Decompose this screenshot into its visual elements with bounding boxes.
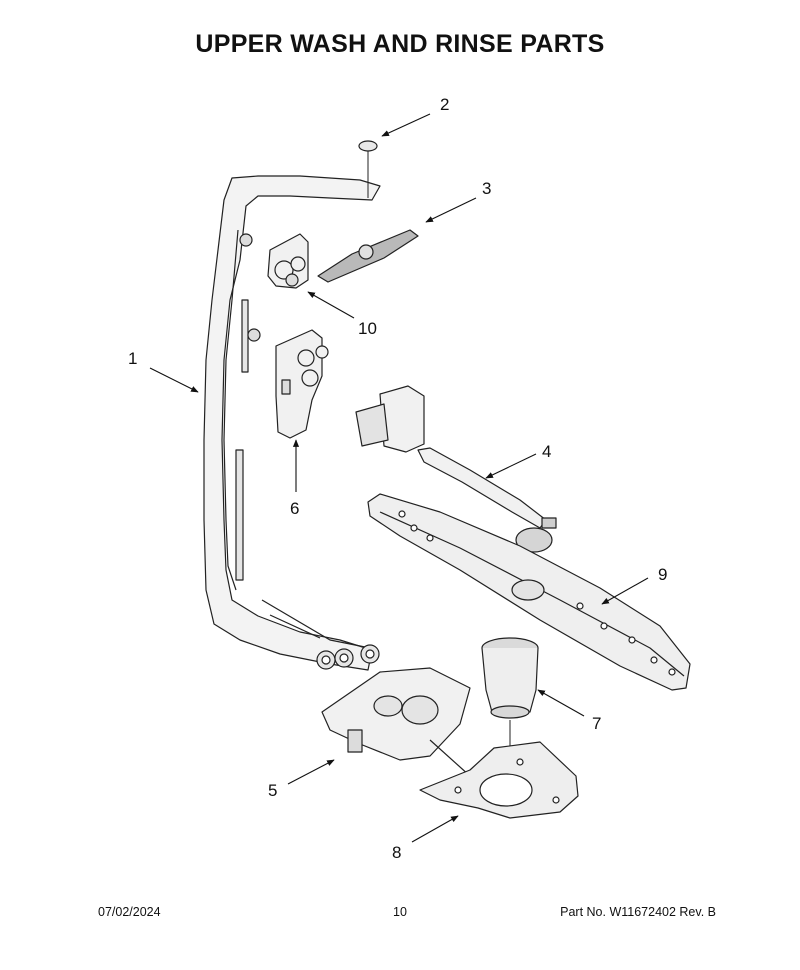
upper-valve-block [267,233,309,289]
callout-1: 1 [128,349,137,368]
page-title: UPPER WASH AND RINSE PARTS [195,30,605,58]
supply-tube [203,175,381,671]
footer-part-number: Part No. W11672402 Rev. B [560,905,716,919]
callout-10: 10 [358,319,377,338]
callout-8: 8 [392,843,401,862]
lower-spray-arm [367,493,691,691]
cap [358,140,378,198]
callout-4: 4 [542,442,551,461]
callout-2: 2 [440,95,449,114]
callout-9: 9 [658,565,667,584]
leader-lines [149,113,649,843]
sump-plate [419,741,579,819]
mid-spray-tube [355,385,557,553]
callout-7: 7 [592,714,601,733]
callout-3: 3 [482,179,491,198]
upper-spray-arm [317,229,419,283]
callout-6: 6 [290,499,299,518]
diverter-assembly [321,667,471,777]
lower-valve-block [275,329,329,439]
footer-date: 07/02/2024 [98,905,161,919]
filter [481,637,539,796]
callout-5: 5 [268,781,277,800]
footer-page-number: 10 [393,905,407,919]
